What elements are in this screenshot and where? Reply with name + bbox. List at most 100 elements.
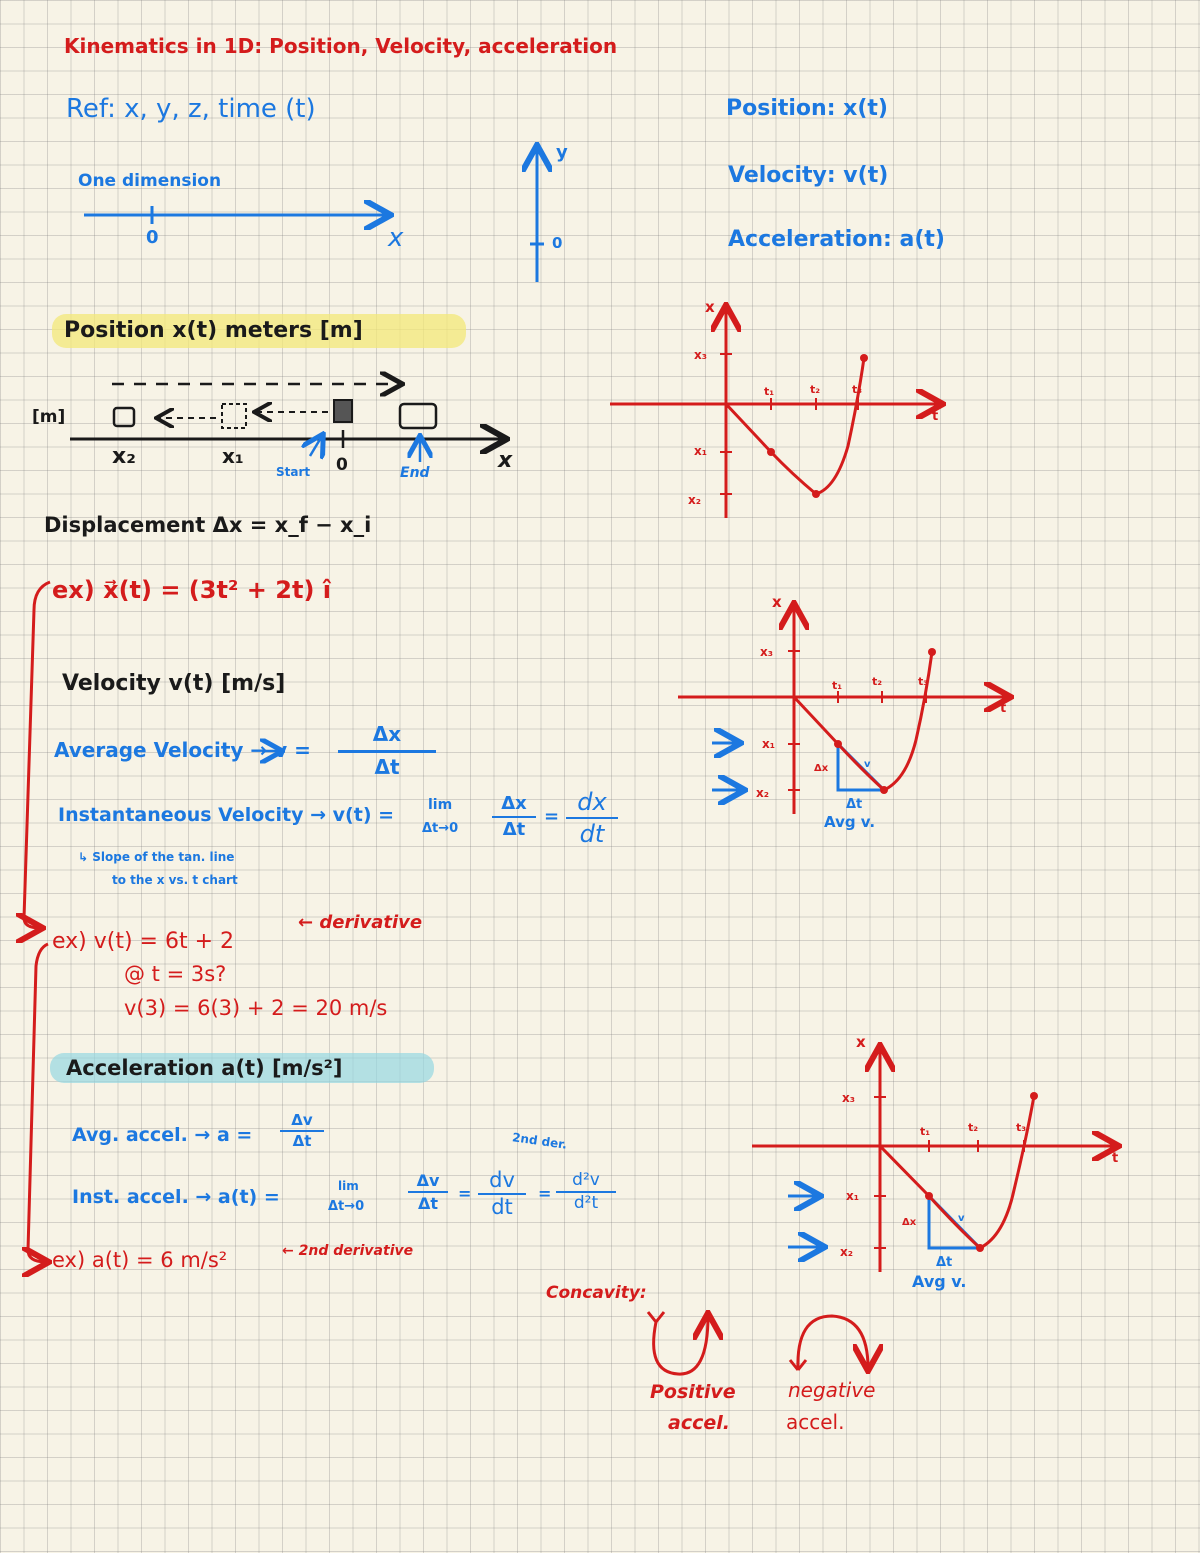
example-acceleration: ex) a(t) = 6 m/s² (52, 1248, 228, 1272)
graph3-t3-label: t₃ (1016, 1121, 1027, 1134)
bracket-example-1 (24, 580, 51, 928)
end-label: End (400, 465, 430, 481)
origin-label: 0 (336, 455, 348, 475)
inst-accel-fraction-1: Δv Δt (408, 1173, 448, 1212)
graph2-v-label: v (864, 759, 871, 770)
inst-accel-equals-2: = (538, 1184, 552, 1203)
example-velocity-result: v(3) = 6(3) + 2 = 20 m/s (124, 996, 388, 1020)
inst-accel-denominator-2: dt (491, 1195, 513, 1219)
graph2-t2-label: t₂ (872, 675, 883, 688)
inst-accel-equals: = (458, 1184, 472, 1203)
position-heading: Position x(t) meters [m] (64, 318, 363, 343)
one-dimension-label: One dimension (78, 171, 222, 191)
graph3-point-x2 (976, 1244, 984, 1252)
limit-subscript: Δt→0 (422, 821, 459, 836)
graph2-point-x1 (834, 740, 842, 748)
x1-label: x₁ (222, 444, 244, 468)
graph1-point-x1 (767, 448, 775, 456)
avg-accel-numerator: Δv (291, 1111, 313, 1129)
start-label: Start (276, 465, 311, 479)
negative-concavity-arrow-tail (788, 1359, 808, 1371)
accel-limit-subscript: Δt→0 (328, 1199, 365, 1214)
average-velocity-denominator: Δt (374, 755, 400, 779)
second-derivative-label: ← 2nd derivative (282, 1243, 414, 1259)
inst-accel-denominator-1: Δt (417, 1194, 439, 1213)
graph2-dt-label: Δt (846, 797, 863, 812)
graph3-t1-label: t₁ (920, 1125, 931, 1138)
inst-accel-numerator-3: d²v (572, 1170, 600, 1190)
graph1-x-label: x (705, 298, 715, 316)
ref-line: Ref: x, y, z, time (t) (66, 94, 316, 124)
start-arrow (310, 436, 322, 456)
positive-accel-label: Positive (650, 1381, 736, 1403)
page-title: Kinematics in 1D: Position, Velocity, ac… (64, 34, 618, 58)
avg-accel-denominator: Δt (292, 1132, 312, 1150)
concavity-label: Concavity: (546, 1283, 647, 1303)
graph3-dt-label: Δt (936, 1255, 953, 1270)
average-velocity-numerator: Δx (372, 722, 402, 746)
graph2-avg-label: Avg v. (824, 813, 876, 831)
inst-accel-numerator-2: dv (489, 1168, 515, 1192)
graph3-curve (878, 1095, 1036, 1250)
slope-note-line1: ↳ Slope of the tan. line (78, 850, 235, 864)
graph1-x3-label: x₃ (694, 348, 707, 362)
velocity-heading: Velocity v(t) [m/s] (62, 671, 286, 696)
y-axis-zero: 0 (552, 234, 563, 252)
unit-tag: [m] (32, 407, 66, 427)
average-velocity-fraction: Δx Δt (338, 724, 436, 777)
graph1-point-x3 (860, 354, 868, 362)
average-velocity-label: Average Velocity → v = (54, 738, 311, 762)
graph3-point-x3 (1030, 1092, 1038, 1100)
graph2-point-x2 (880, 786, 888, 794)
example-time-question: @ t = 3s? (124, 962, 227, 986)
summary-acceleration: Acceleration: a(t) (728, 227, 945, 252)
derivative-note: ← derivative (298, 912, 423, 933)
inst-accel-fraction-3: d²v d²t (556, 1172, 616, 1212)
graph2-point-x3 (928, 648, 936, 656)
negative-accel-label: negative (788, 1378, 876, 1402)
graph1-t2-label: t₂ (810, 383, 821, 396)
x-axis-label: x (498, 448, 513, 473)
inst-velocity-numerator-1: Δx (501, 793, 527, 814)
example-velocity: ex) v(t) = 6t + 2 (52, 929, 235, 954)
negative-concavity-arrow (796, 1314, 868, 1370)
inst-velocity-denominator-2: dt (579, 820, 605, 848)
derivative-fraction: dx dt (566, 790, 618, 846)
one-dimension-axis-label: x (388, 223, 404, 253)
inst-velocity-denominator-1: Δt (502, 819, 526, 840)
negative-accel-label-2: accel. (786, 1410, 845, 1434)
graph1-t1-label: t₁ (764, 385, 775, 398)
slope-note-line2: to the x vs. t chart (112, 873, 238, 887)
y-axis-label: y (556, 142, 568, 163)
graph3-x-label: x (856, 1033, 866, 1051)
graph1-x1-label: x₁ (694, 444, 707, 458)
graph3-t2-label: t₂ (968, 1121, 979, 1134)
graph3-v-label: v (958, 1213, 965, 1224)
inst-accel-fraction-2: dv dt (478, 1170, 526, 1218)
summary-position: Position: x(t) (726, 96, 888, 121)
graph2-x3-label: x₃ (760, 645, 773, 659)
graph1-curve (724, 357, 866, 496)
inst-accel-numerator-1: Δv (416, 1171, 440, 1190)
graph3-avg-label: Avg v. (912, 1272, 967, 1291)
accel-limit-word: lim (338, 1179, 359, 1193)
graph1-x2-label: x₂ (688, 493, 701, 507)
inst-accel-denominator-3: d²t (573, 1193, 599, 1213)
graph2-x1-label: x₁ (762, 737, 775, 751)
positive-concavity-arrow (652, 1316, 708, 1376)
x2-label: x₂ (112, 444, 136, 469)
acceleration-heading: Acceleration a(t) [m/s²] (66, 1056, 343, 1080)
graph3-x3-label: x₃ (842, 1091, 855, 1105)
instantaneous-velocity-fraction: Δx Δt (492, 795, 536, 839)
positive-accel-label-2: accel. (668, 1412, 730, 1434)
positive-concavity-arrow-tail (646, 1311, 666, 1323)
position-highlight (52, 314, 466, 348)
inst-velocity-numerator-2: dx (577, 788, 607, 816)
limit-word: lim (428, 797, 453, 813)
instantaneous-velocity-label: Instantaneous Velocity → v(t) = (58, 804, 395, 826)
box-at-x1-dashed (221, 403, 247, 429)
graph1-t3-label: t₃ (852, 383, 863, 396)
graph3-point-x1 (925, 1192, 933, 1200)
graph2-x2-label: x₂ (756, 786, 769, 800)
acceleration-highlight (50, 1053, 434, 1083)
